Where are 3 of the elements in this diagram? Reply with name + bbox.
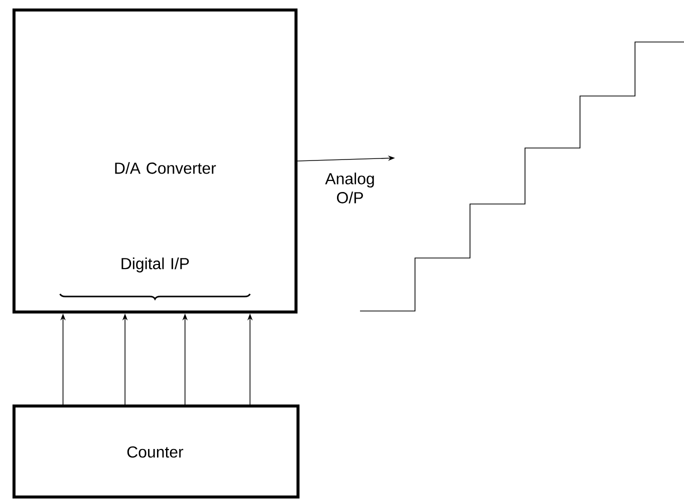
counter-box: Counter: [12, 404, 300, 498]
converter-box: D/A Converter Digital I/P: [12, 8, 298, 314]
edge-label: Analog O/P: [325, 172, 374, 204]
